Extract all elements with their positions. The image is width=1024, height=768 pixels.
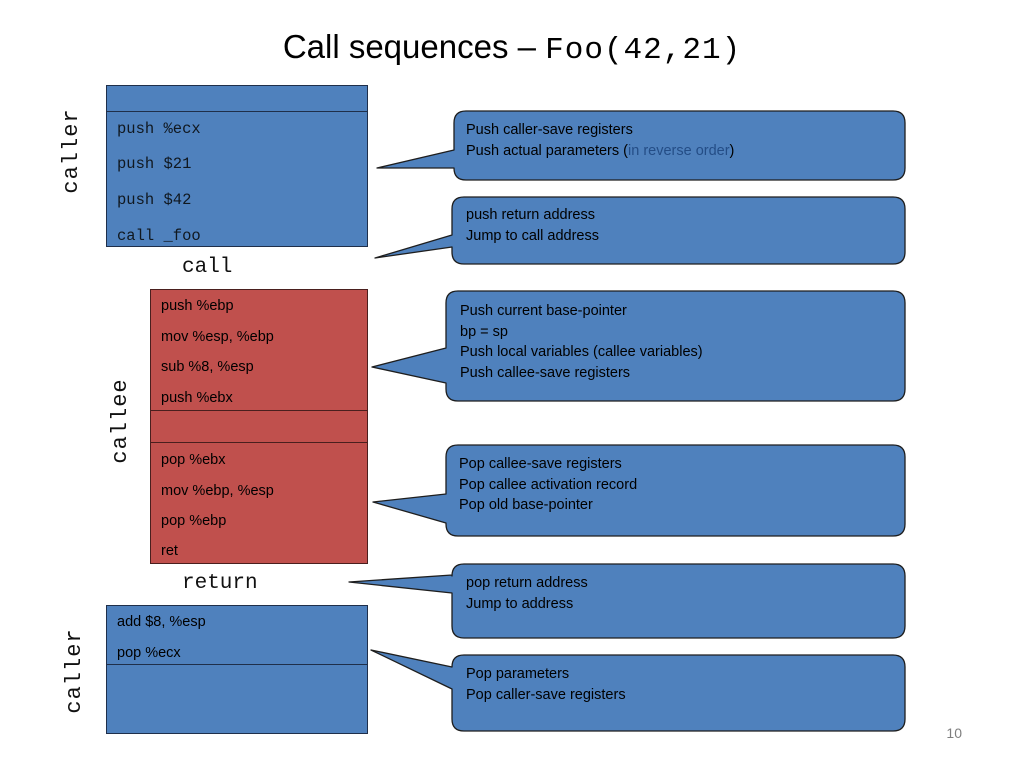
caller-instruction: call _foo <box>117 227 201 245</box>
callout-bubble-1 <box>376 110 906 181</box>
callee-prologue-instruction: mov %esp, %ebp <box>161 329 274 345</box>
return-label: return <box>182 572 258 595</box>
caller-instruction: push $21 <box>117 155 192 173</box>
callout-text-4: Pop callee-save registers Pop callee act… <box>459 456 638 513</box>
callout-bubble-4 <box>372 444 906 537</box>
caller-instruction: push %ecx <box>117 120 201 138</box>
callout-text-3: Push current base-pointer bp = sp Push l… <box>460 303 703 381</box>
callee-stack-block: push %ebp mov %esp, %ebp sub %8, %esp pu… <box>150 289 368 564</box>
callout-bubble-5 <box>348 563 906 639</box>
callee-prologue-instruction: sub %8, %esp <box>161 359 254 375</box>
callee-epilogue-instruction: pop %ebp <box>161 513 227 529</box>
caller-stack-block: push %ecx push $21 push $42 call _foo <box>106 85 368 247</box>
caller-after-block: add $8, %esp pop %ecx <box>106 605 368 734</box>
callout-text-2: push return address Jump to call address <box>466 207 599 244</box>
caller-after-instruction: add $8, %esp <box>117 614 206 630</box>
callout-text-6: Pop parameters Pop caller-save registers <box>466 666 626 703</box>
callout-bubble-3 <box>371 290 906 402</box>
title-text: Call sequences – <box>282 28 546 65</box>
reverse-order-highlight: in reverse order <box>628 142 730 159</box>
callee-epilogue-instruction: ret <box>161 543 178 559</box>
callout-text-5: pop return address Jump to address <box>466 575 588 612</box>
callee-prologue-instruction: push %ebx <box>161 390 233 406</box>
callout-bubble-6 <box>370 649 906 732</box>
callee-prologue-instruction: push %ebp <box>161 298 234 314</box>
caller-after-instruction: pop %ecx <box>117 645 181 661</box>
callout-text-1: Push caller-save registers Push actual p… <box>466 122 735 159</box>
page-number: 10 <box>946 725 962 741</box>
callee-epilogue-instruction: pop %ebx <box>161 452 226 468</box>
call-label: call <box>182 256 233 279</box>
title-code: Foo(42,21) <box>545 33 742 68</box>
slide-title: Call sequences – Foo(42,21) <box>0 28 1024 68</box>
callee-epilogue-instruction: mov %ebp, %esp <box>161 483 274 499</box>
caller-instruction: push $42 <box>117 191 192 209</box>
callout-bubble-2 <box>374 196 906 265</box>
